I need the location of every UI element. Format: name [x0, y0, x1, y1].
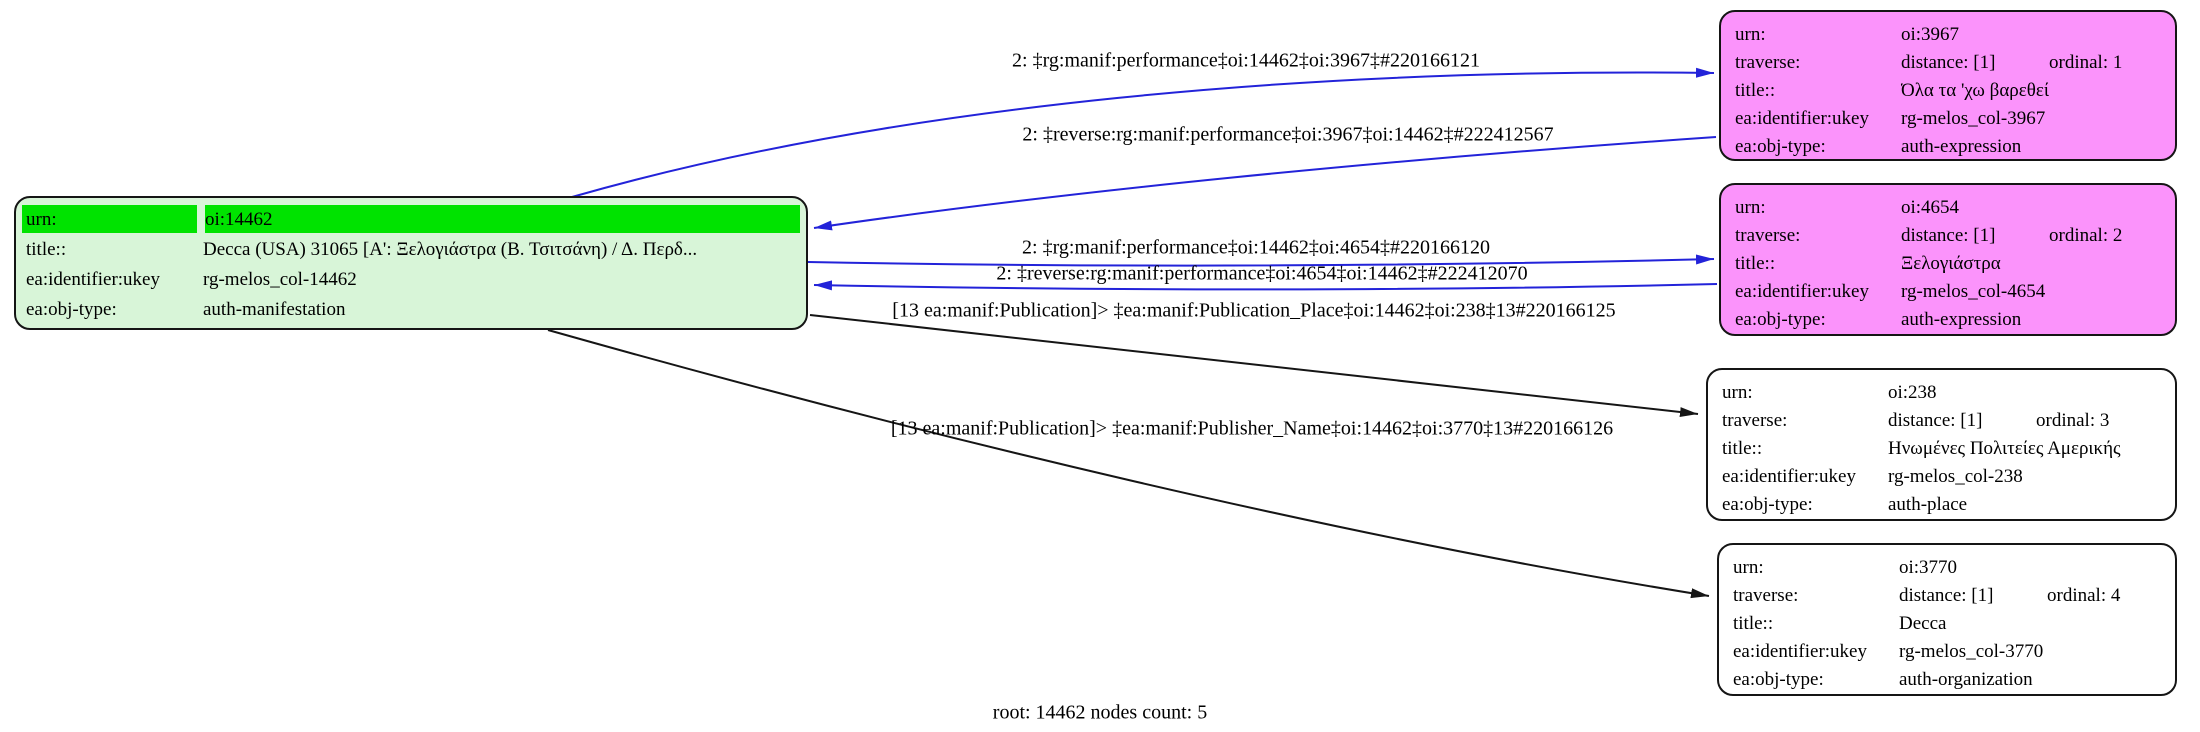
- edge-reverse-performance-3967: [813, 136, 1717, 231]
- title-row: title:: Όλα τα 'χω βαρεθεί: [1721, 76, 2175, 104]
- identifier-value: rg-melos_col-238: [1888, 466, 2023, 486]
- edge-publisher-name-3770-label: [13 ea:manif:Publication]> ‡ea:manif:Pub…: [890, 417, 1614, 440]
- title-value: Ηνωμένες Πολιτείες Αμερικής: [1888, 438, 2121, 458]
- identifier-field-label: ea:identifier:ukey: [1722, 465, 1856, 487]
- objtype-row: ea:obj-type: auth-expression: [1721, 305, 2175, 333]
- identifier-row: ea:identifier:ukey rg-melos_col-238: [1708, 462, 2175, 490]
- ordinal-value: ordinal: 2: [2049, 225, 2123, 245]
- edge-reverse-performance-4654-label: 2: ‡reverse:rg:manif:performance‡oi:4654…: [996, 262, 1528, 285]
- edge-publisher-name-3770: [547, 329, 1710, 599]
- edge-performance-3967-label: 2: ‡rg:manif:performance‡oi:14462‡oi:396…: [1012, 49, 1480, 72]
- urn-field-label: urn:: [22, 205, 197, 233]
- objtype-field-label: ea:obj-type:: [26, 298, 117, 320]
- node-oi-238: urn: oi:238 traverse: distance: [1] ordi…: [1706, 368, 2177, 521]
- urn-row: urn: oi:3770: [1719, 553, 2175, 581]
- objtype-value: auth-expression: [1901, 136, 2022, 156]
- title-row: title:: Decca (USA) 31065 [Α': Ξελογιάστ…: [16, 234, 806, 264]
- identifier-row: ea:identifier:ukey rg-melos_col-14462: [16, 264, 806, 294]
- ordinal-value: ordinal: 3: [2036, 410, 2110, 430]
- node-oi-14462: urn: oi:14462 title:: Decca (USA) 31065 …: [14, 196, 808, 330]
- edge-performance-3967: [571, 67, 1715, 198]
- identifier-row: ea:identifier:ukey rg-melos_col-4654: [1721, 277, 2175, 305]
- urn-field-label: urn:: [1735, 23, 1766, 45]
- edge-reverse-performance-4654: [813, 280, 1718, 291]
- node-oi-4654: urn: oi:4654 traverse: distance: [1] ord…: [1719, 183, 2177, 336]
- urn-value: oi:3967: [1901, 24, 1960, 44]
- title-field-label: title::: [1733, 612, 1774, 634]
- urn-value: oi:14462: [205, 205, 800, 233]
- objtype-row: ea:obj-type: auth-manifestation: [16, 294, 806, 324]
- distance-value: distance: [1]: [1901, 224, 1996, 246]
- ordinal-value: ordinal: 1: [2049, 52, 2123, 72]
- distance-value: distance: [1]: [1888, 409, 1983, 431]
- edge-publication-place-238: [809, 314, 1699, 418]
- traverse-field-label: traverse:: [1722, 409, 1788, 431]
- identifier-field-label: ea:identifier:ukey: [26, 268, 160, 290]
- identifier-field-label: ea:identifier:ukey: [1733, 640, 1867, 662]
- edge-reverse-performance-3967-label: 2: ‡reverse:rg:manif:performance‡oi:3967…: [1022, 123, 1554, 146]
- title-row: title:: Ηνωμένες Πολιτείες Αμερικής: [1708, 434, 2175, 462]
- urn-value: oi:238: [1888, 382, 1937, 402]
- edge-publication-place-238-label: [13 ea:manif:Publication]> ‡ea:manif:Pub…: [892, 299, 1616, 322]
- traverse-row: traverse: distance: [1] ordinal: 2: [1721, 221, 2175, 249]
- traverse-field-label: traverse:: [1735, 51, 1801, 73]
- objtype-row: ea:obj-type: auth-organization: [1719, 665, 2175, 693]
- node-oi-3967: urn: oi:3967 traverse: distance: [1] ord…: [1719, 10, 2177, 161]
- identifier-field-label: ea:identifier:ukey: [1735, 280, 1869, 302]
- urn-field-label: urn:: [1733, 556, 1764, 578]
- node-oi-3770: urn: oi:3770 traverse: distance: [1] ord…: [1717, 543, 2177, 696]
- identifier-field-label: ea:identifier:ukey: [1735, 107, 1869, 129]
- objtype-field-label: ea:obj-type:: [1722, 493, 1813, 515]
- urn-field-label: urn:: [1722, 381, 1753, 403]
- identifier-value: rg-melos_col-4654: [1901, 281, 2046, 301]
- graph-root-summary: root: 14462 nodes count: 5: [992, 701, 1208, 724]
- urn-row: urn: oi:3967: [1721, 20, 2175, 48]
- urn-row: urn: oi:238: [1708, 378, 2175, 406]
- traverse-row: traverse: distance: [1] ordinal: 3: [1708, 406, 2175, 434]
- edge-performance-4654: [807, 254, 1715, 267]
- edge-performance-4654-label: 2: ‡rg:manif:performance‡oi:14462‡oi:465…: [1022, 236, 1490, 259]
- traverse-field-label: traverse:: [1735, 224, 1801, 246]
- urn-row: urn: oi:4654: [1721, 193, 2175, 221]
- objtype-row: ea:obj-type: auth-expression: [1721, 132, 2175, 160]
- title-value: Ξελογιάστρα: [1901, 253, 2001, 273]
- title-row: title:: Decca: [1719, 609, 2175, 637]
- ordinal-value: ordinal: 4: [2047, 585, 2121, 605]
- traverse-field-label: traverse:: [1733, 584, 1799, 606]
- objtype-value: auth-manifestation: [203, 299, 346, 319]
- title-value: Όλα τα 'χω βαρεθεί: [1901, 80, 2049, 100]
- identifier-row: ea:identifier:ukey rg-melos_col-3967: [1721, 104, 2175, 132]
- traverse-row: traverse: distance: [1] ordinal: 1: [1721, 48, 2175, 76]
- title-value: Decca (USA) 31065 [Α': Ξελογιάστρα (Β. Τ…: [203, 239, 698, 259]
- title-field-label: title::: [1735, 252, 1776, 274]
- urn-value: oi:3770: [1899, 557, 1958, 577]
- urn-row: urn: oi:14462: [22, 204, 800, 234]
- title-row: title:: Ξελογιάστρα: [1721, 249, 2175, 277]
- objtype-value: auth-expression: [1901, 309, 2022, 329]
- traverse-row: traverse: distance: [1] ordinal: 4: [1719, 581, 2175, 609]
- identifier-value: rg-melos_col-3967: [1901, 108, 2046, 128]
- objtype-field-label: ea:obj-type:: [1733, 668, 1824, 690]
- identifier-value: rg-melos_col-3770: [1899, 641, 2044, 661]
- identifier-row: ea:identifier:ukey rg-melos_col-3770: [1719, 637, 2175, 665]
- identifier-value: rg-melos_col-14462: [203, 269, 357, 289]
- objtype-field-label: ea:obj-type:: [1735, 135, 1826, 157]
- title-value: Decca: [1899, 613, 1947, 633]
- objtype-row: ea:obj-type: auth-place: [1708, 490, 2175, 518]
- urn-value: oi:4654: [1901, 197, 1960, 217]
- objtype-field-label: ea:obj-type:: [1735, 308, 1826, 330]
- distance-value: distance: [1]: [1901, 51, 1996, 73]
- title-field-label: title::: [26, 238, 67, 260]
- title-field-label: title::: [1735, 79, 1776, 101]
- objtype-value: auth-organization: [1899, 669, 2033, 689]
- distance-value: distance: [1]: [1899, 584, 1994, 606]
- objtype-value: auth-place: [1888, 494, 1968, 514]
- urn-field-label: urn:: [1735, 196, 1766, 218]
- title-field-label: title::: [1722, 437, 1763, 459]
